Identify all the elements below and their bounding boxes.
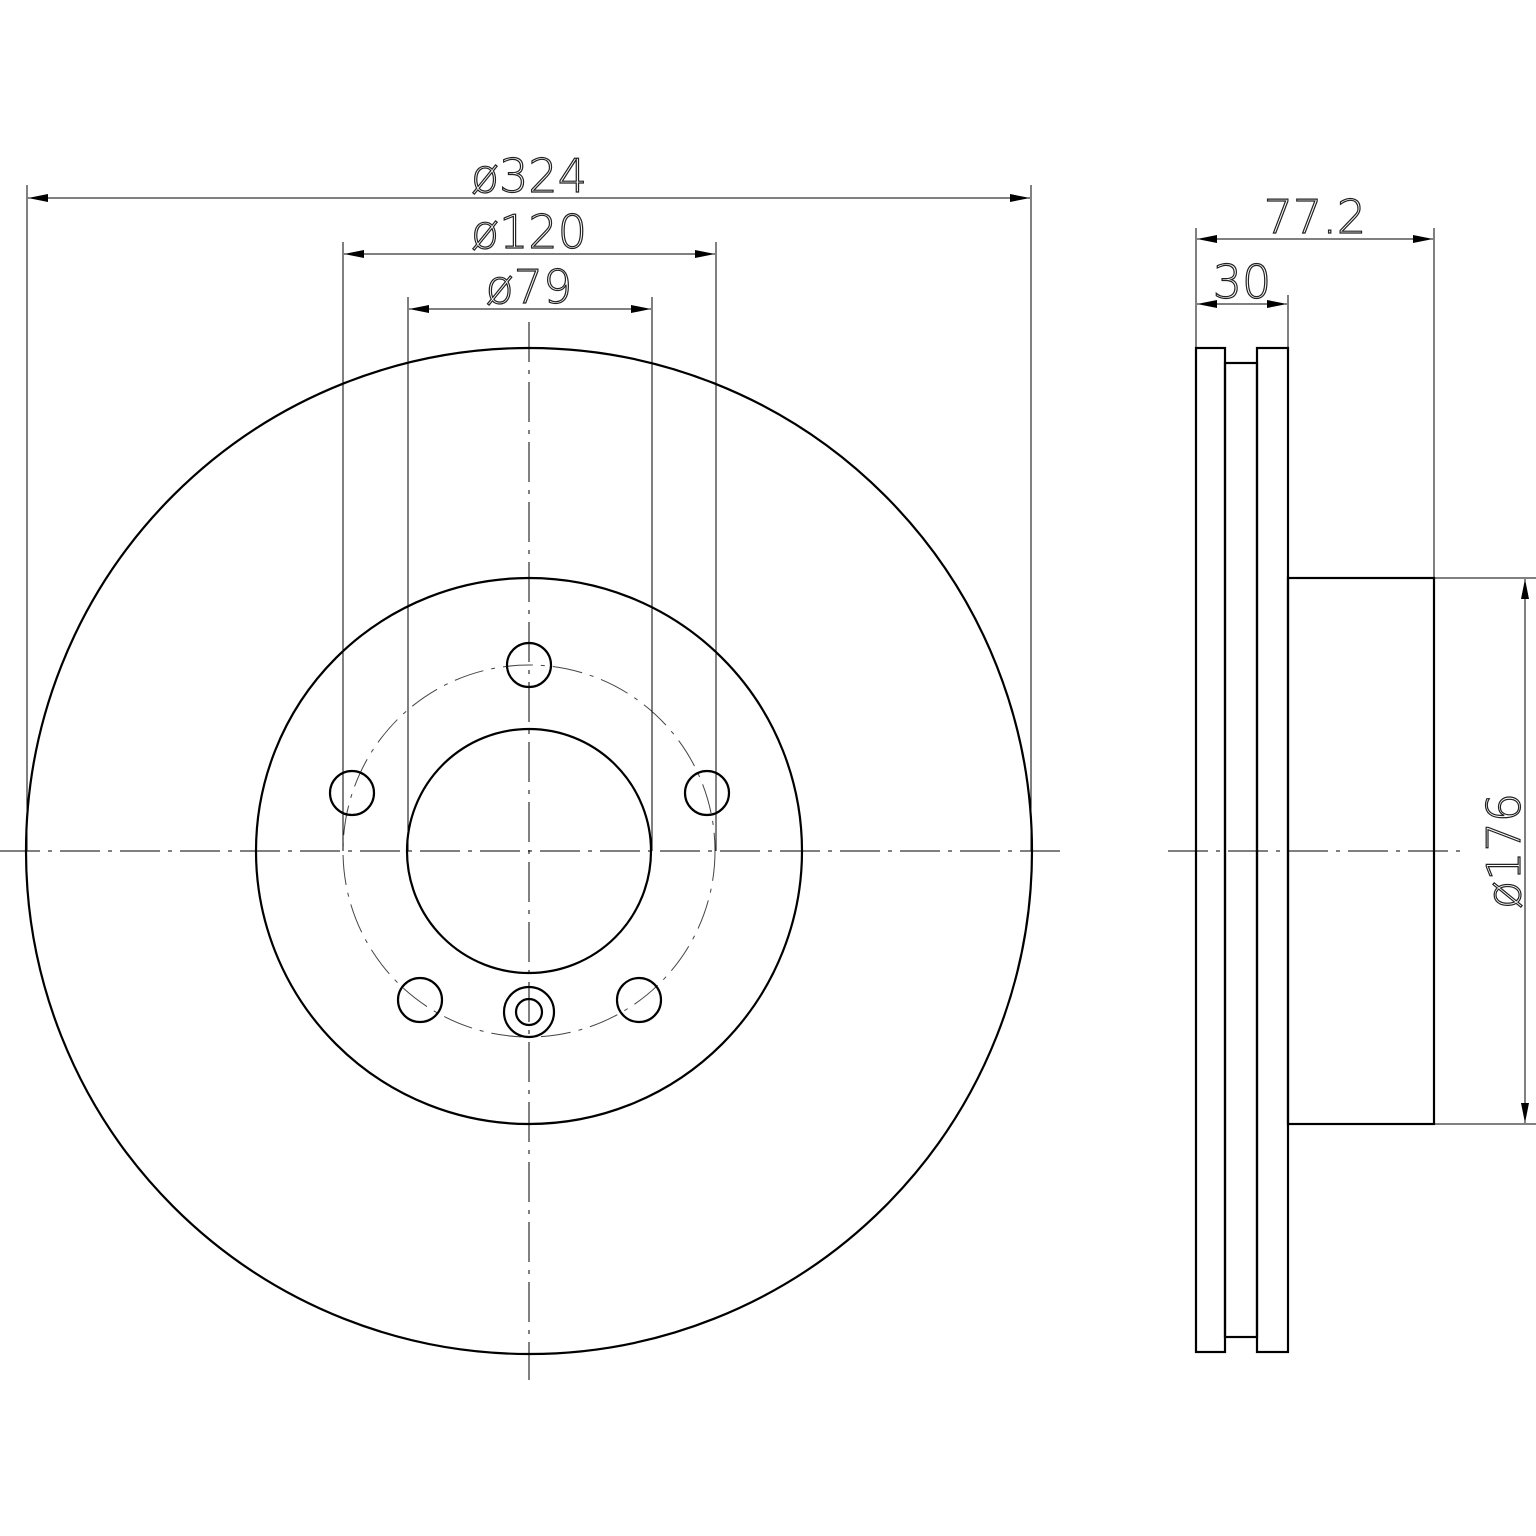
bolt-hole xyxy=(328,769,376,817)
front-view: ø324 ø120 ø79 xyxy=(0,148,1060,1380)
bolt-hole xyxy=(615,976,663,1024)
side-view: 77.2 30 ø176 xyxy=(1168,189,1536,1354)
bolt-circle-label: ø120 xyxy=(471,205,587,259)
bolt-hole xyxy=(683,769,731,817)
bolt-circle xyxy=(342,664,716,1038)
outer-diameter-label: ø324 xyxy=(471,149,587,203)
disc-thickness-label: 30 xyxy=(1213,255,1272,309)
outer-friction-plate xyxy=(1194,346,1227,1354)
bolt-hole xyxy=(396,976,444,1024)
inner-friction-plate xyxy=(1255,346,1290,1354)
vent-section xyxy=(1223,361,1259,1339)
center-bore-label: ø79 xyxy=(486,260,573,314)
hat-diameter-label: ø176 xyxy=(1477,793,1531,909)
overall-height-label: 77.2 xyxy=(1264,190,1366,244)
